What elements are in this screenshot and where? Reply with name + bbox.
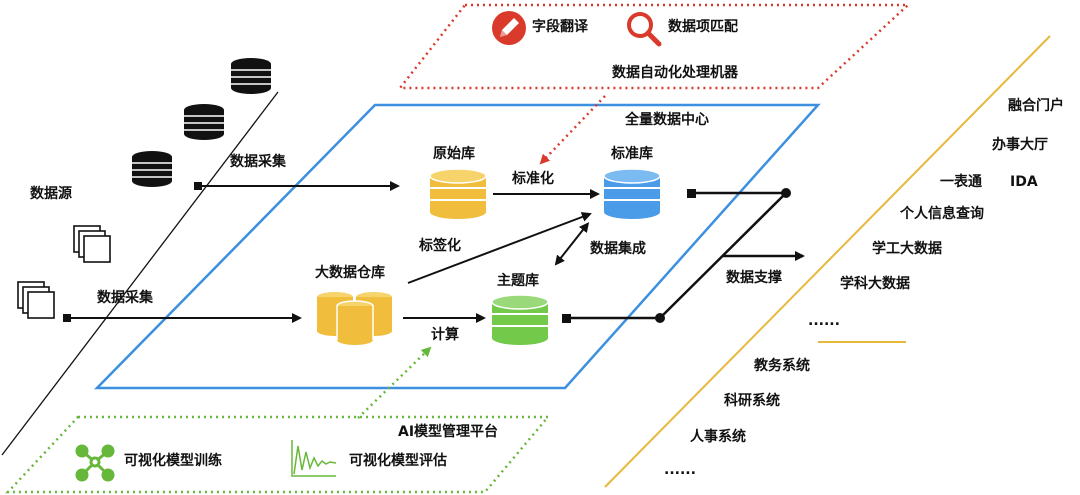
tool-label-match: 数据项匹配: [668, 19, 738, 35]
source-file-icon-2: [17, 281, 55, 319]
collect-bottom-label: 数据采集: [97, 290, 153, 306]
waveform-chart-icon: [291, 440, 337, 477]
ai-platform-arrow: [357, 346, 432, 419]
bottom-platform-title: AI模型管理平台: [398, 424, 499, 440]
top-platform-title: 数据自动化处理机器: [612, 65, 738, 81]
app-item: 办事大厅: [992, 137, 1048, 153]
topic-db-label: 主题库: [497, 273, 539, 289]
source-file-icon-1: [73, 225, 111, 263]
bigdata-db-icon: [317, 292, 392, 345]
right-gold-line-top: [604, 35, 1051, 488]
top-platform-border: [397, 3, 912, 90]
app-item: 融合门户: [1008, 98, 1064, 114]
std-db-icon: [603, 168, 661, 219]
raw-db-label: 原始库: [433, 146, 475, 162]
app-item: 学科大数据: [840, 276, 910, 292]
standardize-label: 标准化: [512, 171, 554, 187]
center-platform-border: [94, 103, 821, 390]
data-source-label: 数据源: [30, 186, 72, 202]
compute-label: 计算: [431, 327, 459, 343]
std-db-label: 标准库: [611, 146, 653, 162]
tagging-label: 标签化: [419, 238, 461, 254]
tool-label-train: 可视化模型训练: [124, 453, 222, 469]
app-item: 一表通: [940, 174, 982, 190]
source-disk-icon-1: [231, 58, 271, 94]
source-disk-icon-3: [132, 151, 172, 187]
app-item: 个人信息查询: [900, 206, 984, 222]
tool-label-evaluate: 可视化模型评估: [349, 453, 447, 469]
system-item: 科研系统: [724, 393, 780, 409]
pencil-icon: [492, 11, 526, 45]
app-item: IDA: [1010, 174, 1038, 190]
raw-db-icon: [429, 168, 487, 219]
topic-db-icon: [491, 294, 549, 345]
integrate-arrow: [554, 222, 590, 266]
center-platform-title: 全量数据中心: [625, 112, 709, 128]
magnifier-icon: [627, 12, 662, 47]
network-graph-icon: [75, 444, 115, 482]
collect-top-label: 数据采集: [230, 154, 286, 170]
system-item: 教务系统: [754, 358, 810, 374]
source-diagonal-line: [1, 91, 279, 456]
app-item: 学工大数据: [872, 241, 942, 257]
system-item: 人事系统: [690, 429, 746, 445]
bigdata-db-label: 大数据仓库: [315, 265, 385, 281]
tool-label-translate: 字段翻译: [532, 19, 588, 35]
bottom-platform-border: [5, 415, 551, 494]
support-label: 数据支撑: [726, 270, 782, 286]
system-item: ......: [664, 462, 696, 478]
integrate-label: 数据集成: [590, 241, 646, 257]
app-item: ......: [808, 313, 840, 329]
source-disk-icon-2: [184, 104, 224, 140]
